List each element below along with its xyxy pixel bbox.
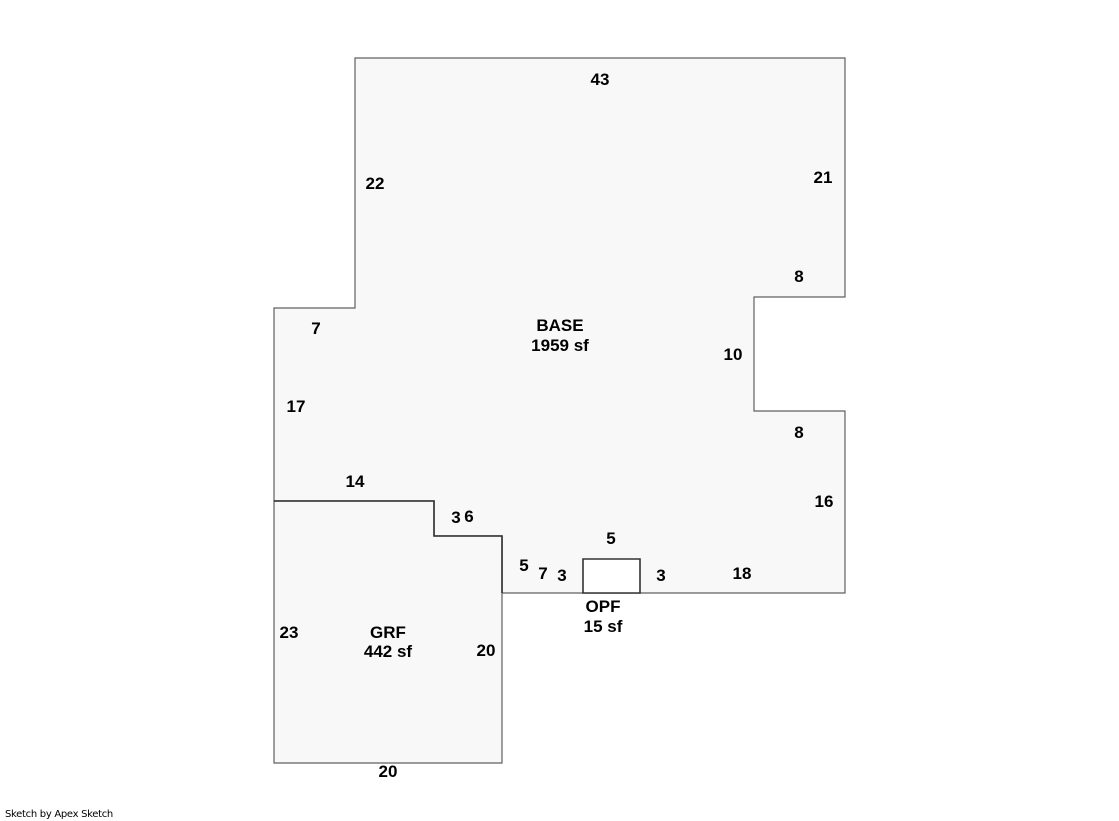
dim-opf-left: 3: [557, 566, 566, 585]
dim-step-a: 3: [451, 508, 460, 527]
dim-base-top: 43: [591, 70, 610, 89]
base-size: 1959 sf: [531, 336, 589, 355]
dim-notch-bottom: 8: [794, 423, 803, 442]
opf-label: OPF: [586, 597, 621, 616]
base-label: BASE: [536, 316, 583, 335]
dim-step-c: 5: [519, 556, 528, 575]
opf-size: 15 sf: [584, 617, 623, 636]
dim-grf-bottom: 20: [379, 762, 398, 781]
dim-step-b: 6: [464, 507, 473, 526]
dim-grf-right: 20: [477, 641, 496, 660]
grf-base-shared-wall: [274, 500, 503, 593]
dim-notch-depth: 10: [724, 345, 743, 364]
dim-base-left-upper: 22: [366, 174, 385, 193]
opf-area: [582, 558, 641, 594]
grf-size: 442 sf: [364, 642, 413, 661]
dim-base-left-lower: 17: [287, 397, 306, 416]
dim-grf-left: 23: [280, 623, 299, 642]
dim-opf-top: 5: [606, 529, 615, 548]
dim-grf-top: 14: [346, 472, 365, 491]
dim-base-bottom-right: 18: [733, 564, 752, 583]
dim-notch-top: 8: [794, 267, 803, 286]
sketch-credit: Sketch by Apex Sketch: [5, 809, 113, 820]
dim-base-right-lower: 16: [815, 492, 834, 511]
dim-base-step-top: 7: [311, 319, 320, 338]
dim-step-d: 7: [538, 564, 547, 583]
dim-opf-right: 3: [656, 566, 665, 585]
grf-label: GRF: [370, 623, 406, 642]
dim-base-right-upper: 21: [814, 168, 833, 187]
